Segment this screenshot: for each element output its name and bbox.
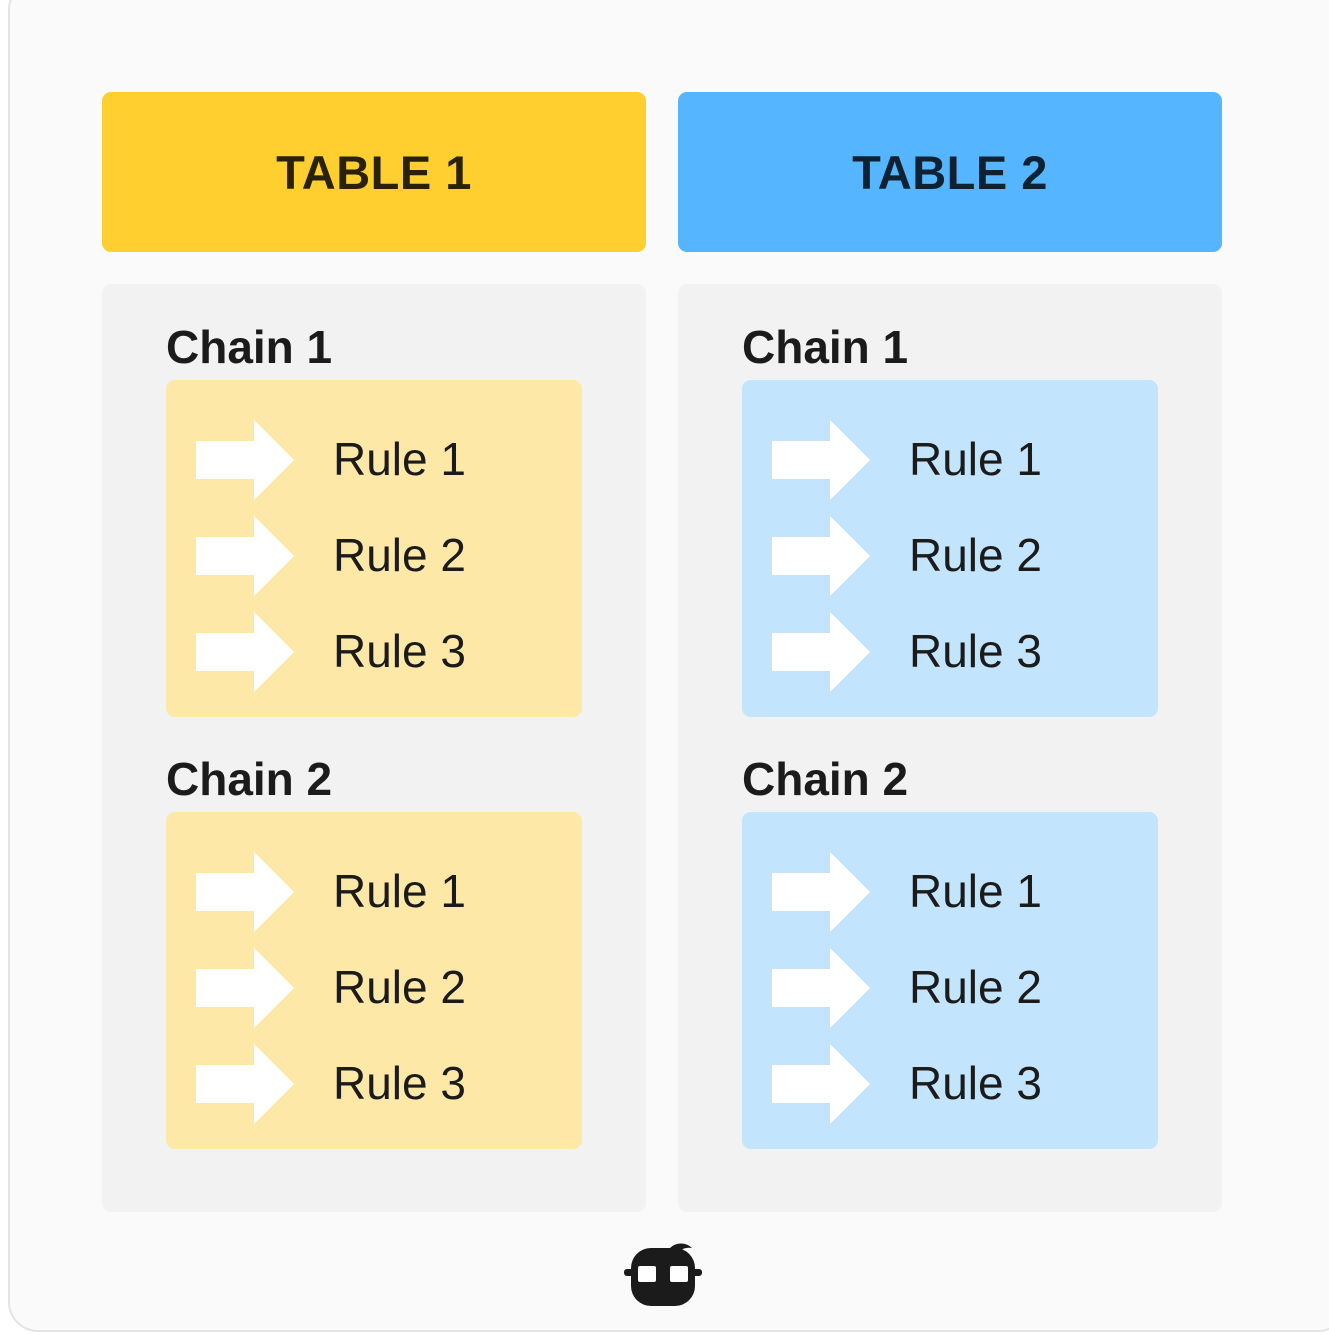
- chain-2-box: Rule 1 Rule 2 Rule 3: [166, 812, 582, 1149]
- rule-label: Rule 3: [909, 625, 1042, 677]
- chain-2-title: Chain 2: [742, 753, 909, 805]
- table-2-title: TABLE 2: [852, 145, 1048, 199]
- chain-2-title: Chain 2: [166, 753, 333, 805]
- rule-row: Rule 2: [196, 948, 566, 1028]
- rule-row: Rule 1: [772, 852, 1142, 932]
- rule-row: Rule 1: [196, 852, 566, 932]
- arrow-right-icon: [772, 420, 870, 500]
- rule-row: Rule 3: [196, 1044, 566, 1124]
- table-1-header: TABLE 1: [102, 92, 646, 252]
- rule-label: Rule 1: [333, 865, 466, 917]
- arrow-right-icon: [196, 1044, 294, 1124]
- arrow-right-icon: [196, 420, 294, 500]
- rule-row: Rule 1: [772, 420, 1142, 500]
- arrow-right-icon: [196, 852, 294, 932]
- rule-row: Rule 1: [196, 420, 566, 500]
- rule-row: Rule 2: [196, 516, 566, 596]
- rule-row: Rule 3: [772, 612, 1142, 692]
- rule-label: Rule 1: [333, 433, 466, 485]
- rule-label: Rule 3: [333, 625, 466, 677]
- rule-label: Rule 3: [333, 1057, 466, 1109]
- rule-label: Rule 1: [909, 865, 1042, 917]
- table-2-header: TABLE 2: [678, 92, 1222, 252]
- rule-label: Rule 2: [909, 529, 1042, 581]
- rule-row: Rule 3: [772, 1044, 1142, 1124]
- arrow-right-icon: [772, 612, 870, 692]
- table-2-panel: Chain 1 Rule 1 Rule 2 Rule 3 Chain 2 Rul…: [678, 284, 1222, 1212]
- rule-label: Rule 2: [333, 529, 466, 581]
- rule-row: Rule 2: [772, 516, 1142, 596]
- rule-row: Rule 3: [196, 612, 566, 692]
- arrow-right-icon: [772, 516, 870, 596]
- arrow-right-icon: [772, 1044, 870, 1124]
- table-1-panel: Chain 1 Rule 1 Rule 2 Rule 3 Chain 2 Rul…: [102, 284, 646, 1212]
- arrow-right-icon: [772, 948, 870, 1028]
- rule-label: Rule 2: [333, 961, 466, 1013]
- arrow-right-icon: [772, 852, 870, 932]
- arrow-right-icon: [196, 516, 294, 596]
- table-1-title: TABLE 1: [276, 145, 472, 199]
- chain-1-box: Rule 1 Rule 2 Rule 3: [742, 380, 1158, 717]
- rule-label: Rule 2: [909, 961, 1042, 1013]
- arrow-right-icon: [196, 612, 294, 692]
- rule-label: Rule 1: [909, 433, 1042, 485]
- rule-label: Rule 3: [909, 1057, 1042, 1109]
- chain-1-title: Chain 1: [166, 321, 333, 373]
- chain-1-box: Rule 1 Rule 2 Rule 3: [166, 380, 582, 717]
- nerd-mascot-logo-icon: [624, 1243, 702, 1306]
- rule-row: Rule 2: [772, 948, 1142, 1028]
- arrow-right-icon: [196, 948, 294, 1028]
- chain-2-box: Rule 1 Rule 2 Rule 3: [742, 812, 1158, 1149]
- chain-1-title: Chain 1: [742, 321, 909, 373]
